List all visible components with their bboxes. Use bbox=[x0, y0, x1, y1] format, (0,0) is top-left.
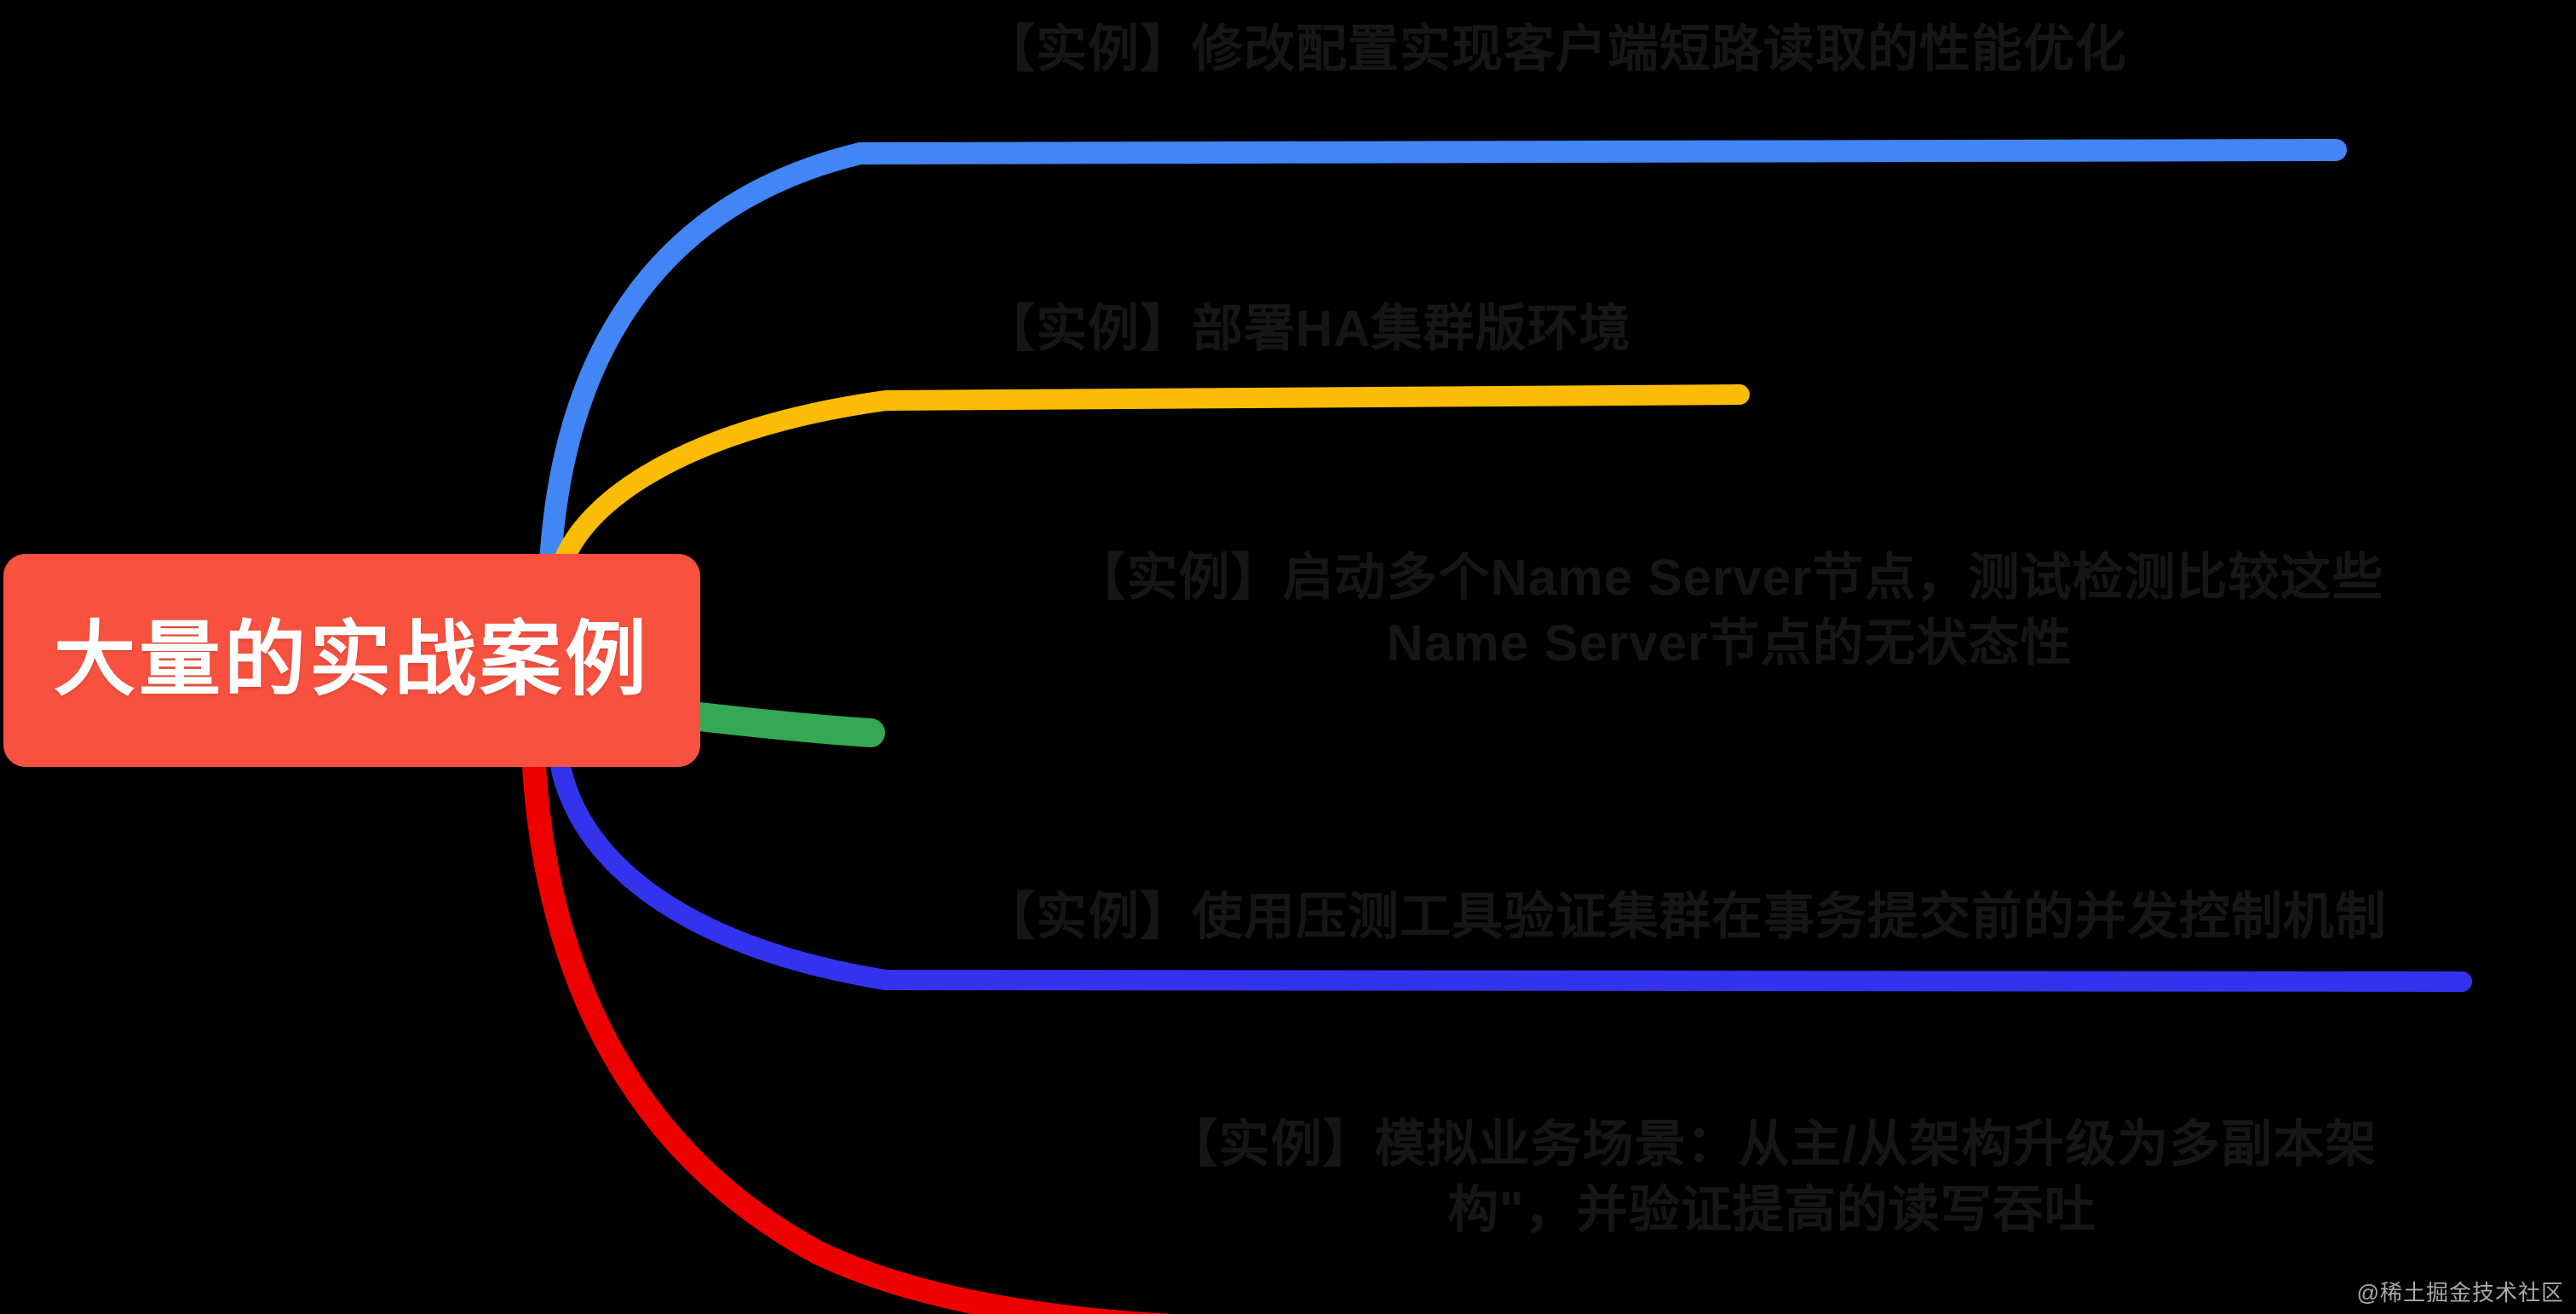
branch-topic-4[interactable]: 【实例】使用压测工具验证集群在事务提交前的并发控制机制 bbox=[984, 888, 2387, 945]
branch-topic-5[interactable]: 【实例】模拟业务场景：从主/从架构升级为多副本架 构"，并验证提高的读写吞吐 bbox=[1048, 1112, 2496, 1243]
branch-topic-2[interactable]: 【实例】部署HA集群版环境 bbox=[984, 300, 1631, 357]
watermark: @稀土掘金技术社区 bbox=[2356, 1280, 2564, 1305]
branch-topic-3[interactable]: 【实例】启动多个Name Server节点，测试检测比较这些 Name Serv… bbox=[963, 545, 2496, 677]
blue-connector bbox=[539, 139, 2347, 573]
root-node-label: 大量的实战案例 bbox=[54, 614, 650, 706]
branch-topic-1[interactable]: 【实例】修改配置实现客户端短路读取的性能优化 bbox=[984, 20, 2127, 78]
yellow-connector bbox=[552, 384, 1750, 574]
indigo-connector bbox=[548, 740, 2472, 992]
branch-topic-5-line-1: 【实例】模拟业务场景：从主/从架构升级为多副本架 bbox=[1166, 1115, 2378, 1173]
green-connector bbox=[663, 700, 885, 747]
red-connector bbox=[521, 738, 1175, 1314]
branch-topic-5-line-2: 构"，并验证提高的读写吞吐 bbox=[1447, 1180, 2096, 1238]
branch-topic-3-line-1: 【实例】启动多个Name Server节点，测试检测比较这些 bbox=[1074, 549, 2384, 606]
branch-topic-3-line-2: Name Server节点的无状态性 bbox=[1386, 614, 2073, 671]
root-node[interactable]: 大量的实战案例 bbox=[3, 554, 700, 767]
